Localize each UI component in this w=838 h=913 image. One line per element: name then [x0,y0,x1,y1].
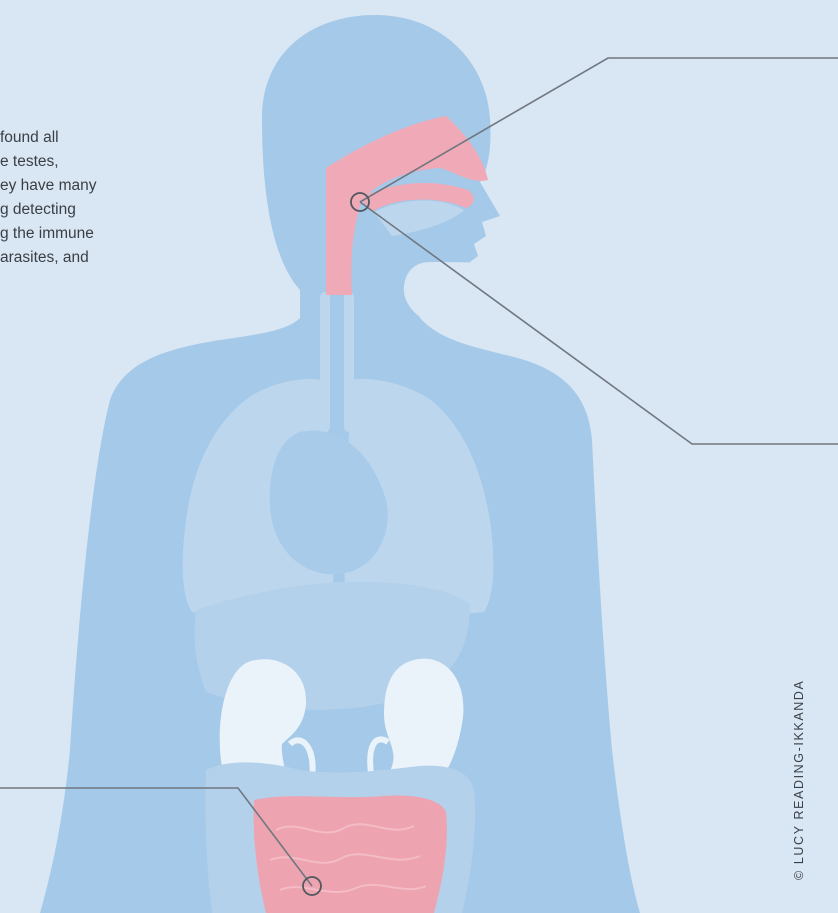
intro-line: ey have many [0,174,300,198]
intro-line: arasites, and [0,246,300,270]
trachea-left-branch [320,292,330,432]
intro-line: found all [0,126,300,150]
intro-line: g the immune [0,222,300,246]
intro-line: g detecting [0,198,300,222]
photo-credit: © LUCY READING-IKKANDA [792,680,806,880]
trachea-right-branch [344,292,354,432]
intro-line: e testes, [0,150,300,174]
intro-text: found all e testes, ey have many g detec… [0,126,300,270]
